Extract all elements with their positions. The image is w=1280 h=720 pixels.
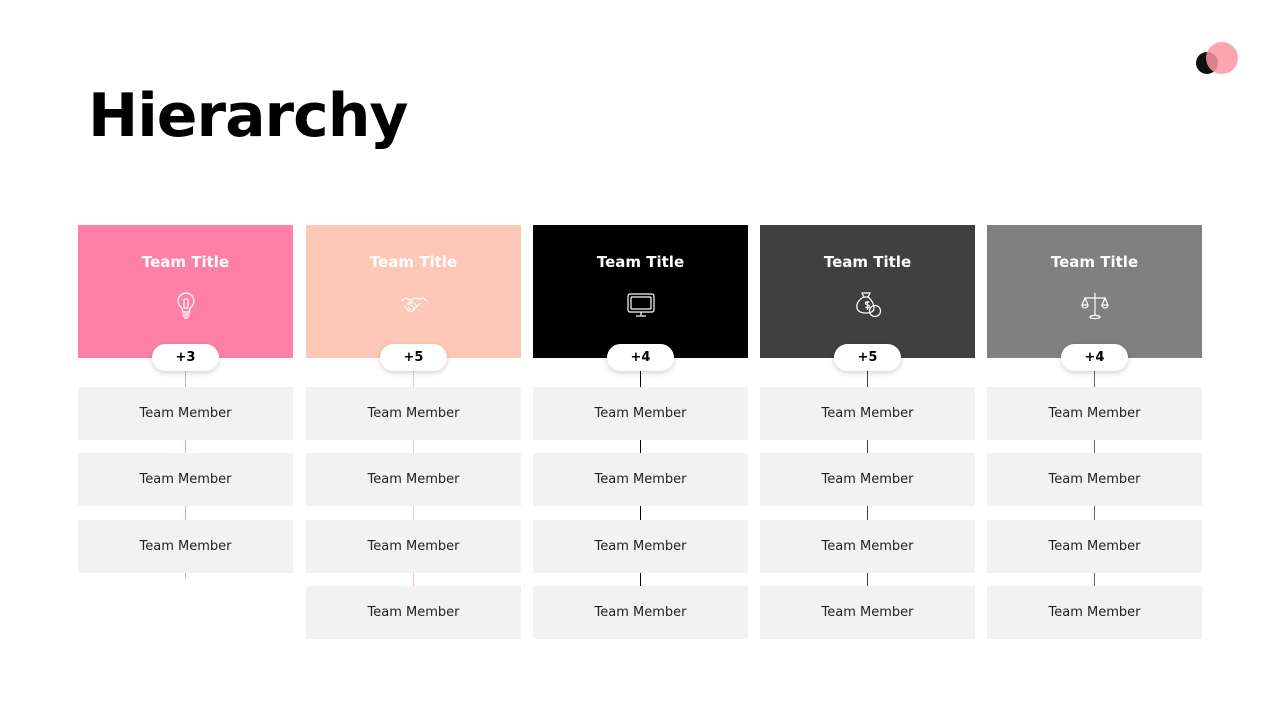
team-member-card[interactable]: Team Member <box>760 387 975 440</box>
team-column: Team Title +4 Team Member Team Member Te… <box>533 225 748 645</box>
handshake-icon <box>400 297 428 313</box>
scales-icon <box>1081 293 1109 320</box>
team-member-card[interactable]: Team Member <box>306 586 521 639</box>
team-title: Team Title <box>823 253 912 271</box>
team-member-card[interactable]: Team Member <box>987 586 1202 639</box>
team-member-card[interactable]: Team Member <box>78 387 293 440</box>
money-bag-icon <box>856 292 882 318</box>
monitor-icon <box>627 293 655 317</box>
team-column: Team Title +4 Team Member Team Member Te… <box>987 225 1202 645</box>
team-title: Team Title <box>596 253 685 271</box>
team-column: Team Title +5 Team Member Team Member Te… <box>760 225 975 645</box>
member-count-badge: +5 <box>834 344 901 371</box>
team-column: Team Title +5 Team Member Team Member Te… <box>306 225 521 645</box>
team-member-card[interactable]: Team Member <box>533 387 748 440</box>
member-count-badge: +5 <box>380 344 447 371</box>
team-member-card[interactable]: Team Member <box>533 520 748 573</box>
team-member-card[interactable]: Team Member <box>78 520 293 573</box>
team-member-card[interactable]: Team Member <box>533 586 748 639</box>
team-member-card[interactable]: Team Member <box>306 453 521 506</box>
team-title: Team Title <box>1050 253 1139 271</box>
member-count-badge: +4 <box>607 344 674 371</box>
brand-logo <box>1196 42 1240 76</box>
member-count-badge: +4 <box>1061 344 1128 371</box>
page-title: Hierarchy <box>88 81 409 151</box>
team-member-card[interactable]: Team Member <box>306 387 521 440</box>
member-count-badge: +3 <box>152 344 219 371</box>
team-column: Team Title +3 Team Member Team Member Te… <box>78 225 293 645</box>
team-member-card[interactable]: Team Member <box>760 453 975 506</box>
logo-pink-circle <box>1206 42 1238 74</box>
team-title: Team Title <box>369 253 458 271</box>
team-member-card[interactable]: Team Member <box>760 586 975 639</box>
team-header-card[interactable]: Team Title <box>987 225 1202 358</box>
team-member-card[interactable]: Team Member <box>533 453 748 506</box>
team-title: Team Title <box>141 253 230 271</box>
team-member-card[interactable]: Team Member <box>987 520 1202 573</box>
team-member-card[interactable]: Team Member <box>306 520 521 573</box>
team-header-card[interactable]: Team Title <box>78 225 293 358</box>
lightbulb-icon <box>177 292 195 319</box>
team-header-card[interactable]: Team Title <box>760 225 975 358</box>
team-member-card[interactable]: Team Member <box>987 387 1202 440</box>
team-member-card[interactable]: Team Member <box>760 520 975 573</box>
team-member-card[interactable]: Team Member <box>78 453 293 506</box>
team-header-card[interactable]: Team Title <box>306 225 521 358</box>
team-header-card[interactable]: Team Title <box>533 225 748 358</box>
team-member-card[interactable]: Team Member <box>987 453 1202 506</box>
